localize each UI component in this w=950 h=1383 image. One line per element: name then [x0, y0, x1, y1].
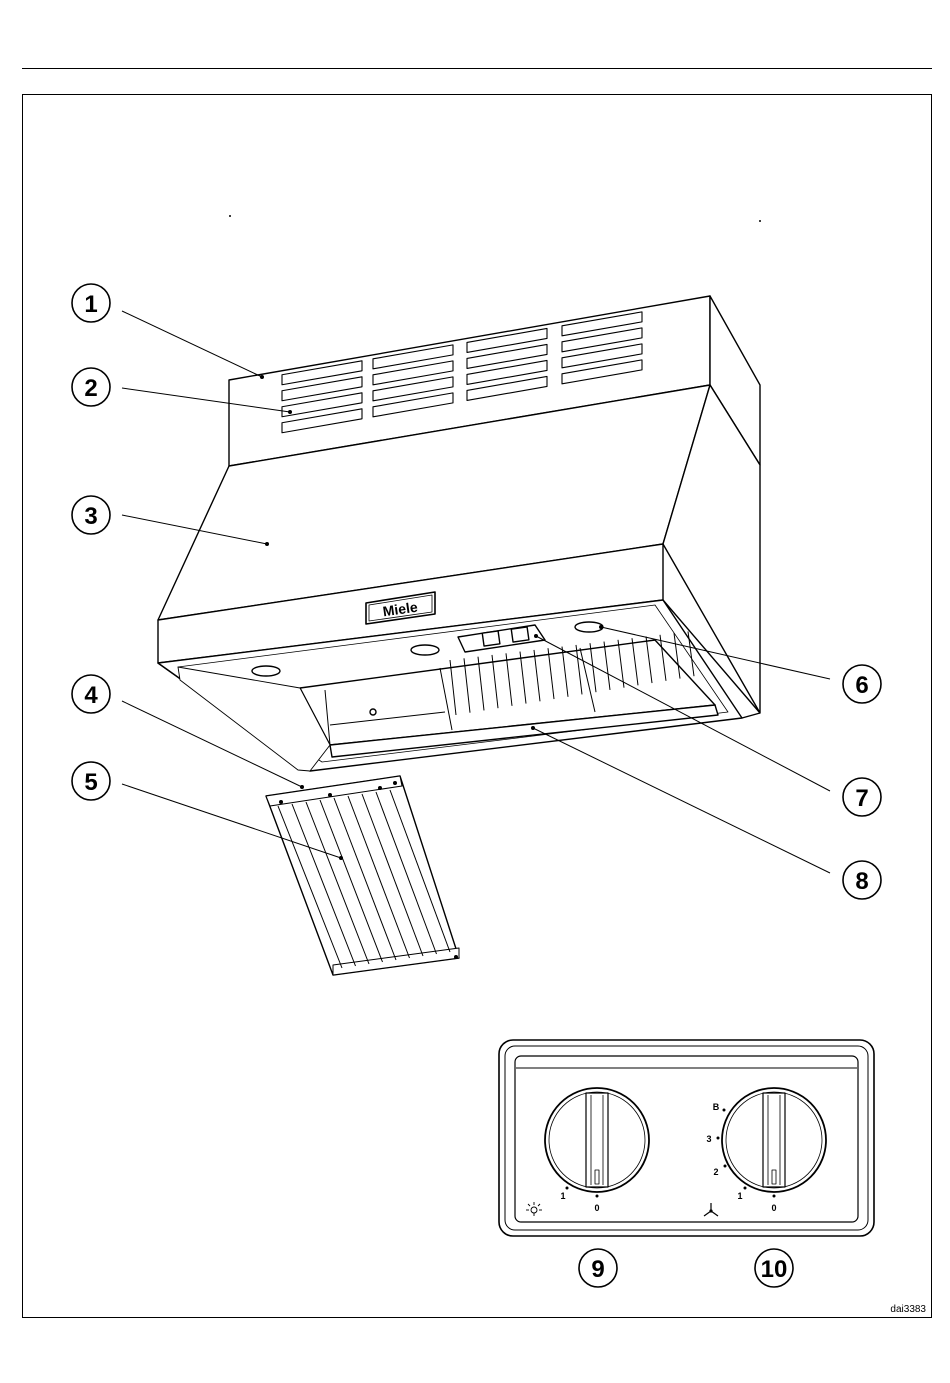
callout-5: 5	[72, 762, 110, 800]
dial-pointer	[595, 1170, 599, 1184]
callout-label: 5	[84, 769, 97, 796]
fan-dial-label-2: 2	[713, 1167, 718, 1177]
callout-6: 6	[843, 665, 881, 703]
control-panel: 1 0 B 3 2 1 0	[499, 1040, 874, 1236]
light-fixture	[411, 645, 439, 655]
callout-3: 3	[72, 496, 110, 534]
callout-label: 7	[855, 785, 868, 812]
range-hood: Miele	[158, 296, 760, 771]
speck	[759, 220, 761, 222]
light-fixture	[252, 666, 280, 676]
callout-label: 6	[855, 672, 868, 699]
speck	[229, 215, 231, 217]
callout-4: 4	[72, 675, 110, 713]
callout-10: 10	[755, 1249, 793, 1287]
fan-dial-label-3: 3	[706, 1134, 711, 1144]
callout-label: 1	[84, 291, 97, 318]
light-dial-label-0: 0	[594, 1203, 599, 1213]
light-dial[interactable]	[545, 1088, 649, 1192]
callout-7: 7	[843, 778, 881, 816]
light-fixture	[575, 622, 603, 632]
callout-9: 9	[579, 1249, 617, 1287]
fan-dial-label-0: 0	[771, 1203, 776, 1213]
callout-1: 1	[72, 284, 110, 322]
callout-label: 3	[84, 503, 97, 530]
callout-label: 9	[591, 1256, 604, 1283]
callout-2: 2	[72, 368, 110, 406]
grease-filter	[266, 776, 459, 975]
callout-label: 8	[855, 868, 868, 895]
dial-pointer	[772, 1170, 776, 1184]
drawing-code: dai3383	[890, 1304, 926, 1315]
callout-8: 8	[843, 861, 881, 899]
callout-label: 4	[84, 682, 98, 709]
callout-label: 2	[84, 375, 97, 402]
callout-label: 10	[761, 1256, 788, 1283]
fan-dial-label-B: B	[713, 1102, 720, 1112]
fan-dial-label-1: 1	[737, 1191, 742, 1201]
fan-dial[interactable]	[722, 1088, 826, 1192]
light-dial-label-1: 1	[560, 1191, 565, 1201]
